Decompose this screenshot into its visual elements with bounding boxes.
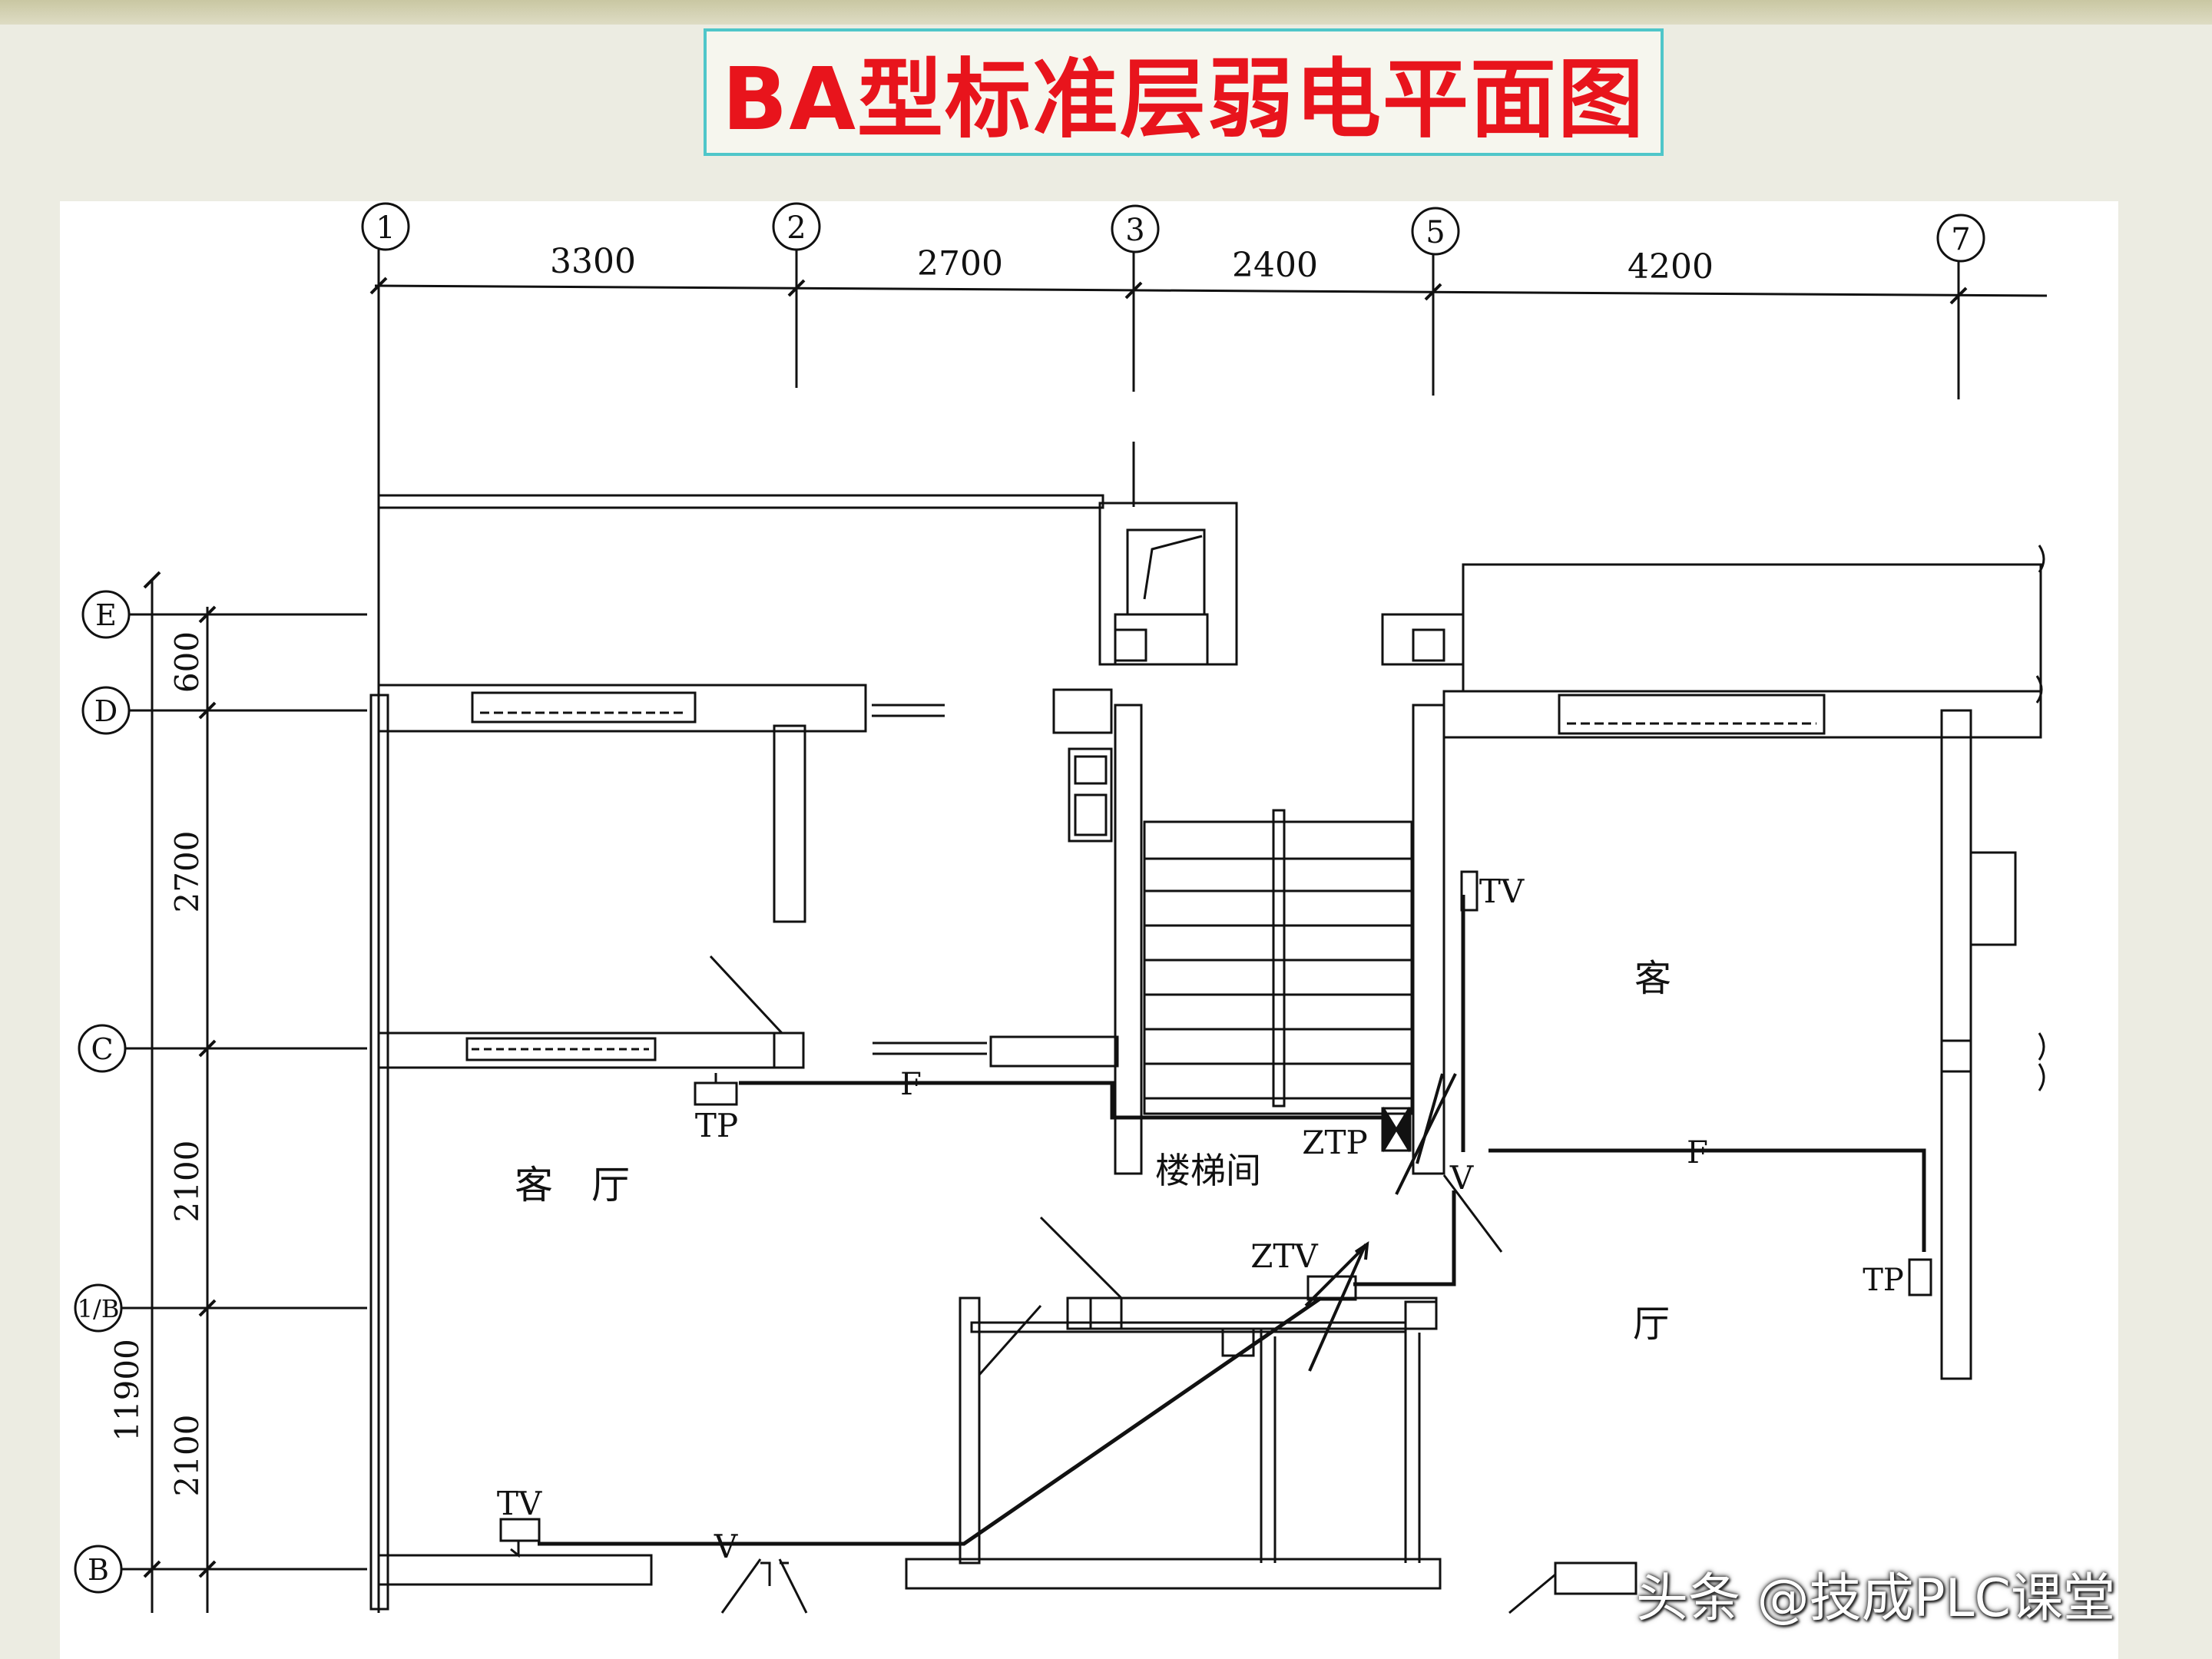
room-stairwell: 楼梯间 xyxy=(1155,1150,1261,1191)
column-label-2: 2 xyxy=(786,210,806,246)
phone-line-left xyxy=(739,1081,1387,1125)
spacing-1B-B: 2100 xyxy=(168,1415,206,1497)
column-label-5: 5 xyxy=(1426,215,1445,250)
column-axis-1 xyxy=(361,202,410,1613)
column-axis-7 xyxy=(1936,214,1985,399)
tv-line-mid xyxy=(1353,1190,1456,1286)
row-axis-E xyxy=(81,590,367,639)
page-title: BA型标准层弱电平面图 xyxy=(721,50,1646,150)
top-decor-band xyxy=(0,0,2212,25)
column-spacings: 3300 2700 2400 4200 xyxy=(550,242,1714,286)
row-axis-D xyxy=(81,686,367,735)
label-ztv: ZTV xyxy=(1250,1237,1318,1275)
spacing-5-7: 4200 xyxy=(1628,247,1714,286)
row-label-D: D xyxy=(94,694,118,728)
tv-outlet-right xyxy=(1460,870,1479,912)
room-labels: 客 厅 楼梯间 客 厅 xyxy=(515,957,1671,1346)
tv-line-bottom xyxy=(538,1296,1323,1546)
ztv-box xyxy=(1306,1275,1357,1301)
spacing-D-C: 2700 xyxy=(168,831,206,913)
row-axis-B xyxy=(74,1545,367,1594)
label-ztp: ZTP xyxy=(1302,1124,1367,1161)
left-dimension-ticks xyxy=(143,571,217,1578)
row-label-E: E xyxy=(95,598,117,632)
column-label-7: 7 xyxy=(1951,222,1970,257)
riser-arrows xyxy=(1304,1073,1457,1372)
label-tv-right: TV xyxy=(1479,873,1525,910)
row-label-C: C xyxy=(91,1032,113,1066)
room-living-right-2: 厅 xyxy=(1633,1303,1670,1346)
row-axis-1B xyxy=(74,1283,367,1333)
room-living-right-1: 客 xyxy=(1634,957,1671,1000)
label-f-left: F xyxy=(900,1067,922,1102)
ztp-box xyxy=(1381,1107,1412,1152)
top-dimension-ticks xyxy=(369,276,1968,305)
column-label-1: 1 xyxy=(376,210,395,246)
room-living-left: 客 厅 xyxy=(515,1163,630,1207)
row-label-1B: 1/B xyxy=(78,1294,120,1323)
device-labels: TP TP TV TV ZTP ZTV F F V V xyxy=(497,873,1904,1565)
row-label-B: B xyxy=(88,1553,109,1587)
column-axis-2 xyxy=(772,202,821,388)
title-box: BA型标准层弱电平面图 xyxy=(704,28,1664,156)
spacing-C-1B: 2100 xyxy=(168,1141,206,1223)
tp-outlet-right xyxy=(1908,1258,1932,1296)
row-axis-C xyxy=(78,1024,367,1073)
walls xyxy=(369,494,2045,1614)
spacing-3-5: 2400 xyxy=(1232,246,1318,285)
row-labels: E D C 1/B B xyxy=(78,598,120,1587)
watermark: 头条 @技成PLC课堂 xyxy=(1636,1568,2115,1629)
label-tv-left: TV xyxy=(497,1485,542,1522)
label-v-mid: V xyxy=(1449,1159,1474,1197)
label-tp-left: TP xyxy=(695,1107,738,1144)
top-dimension-line xyxy=(374,284,2048,297)
column-labels: 1 2 3 5 7 xyxy=(376,210,1970,257)
drawing-area xyxy=(60,201,2118,1659)
tp-outlet-left xyxy=(694,1081,738,1106)
label-tp-right: TP xyxy=(1863,1263,1904,1298)
column-label-3: 3 xyxy=(1125,213,1144,248)
tv-outlet-left xyxy=(499,1518,541,1542)
spacing-1-2: 3300 xyxy=(550,242,636,281)
spacing-E-D: 600 xyxy=(168,631,206,693)
label-f-right: F xyxy=(1687,1135,1708,1171)
row-spacings: 600 2700 2100 2100 11900 xyxy=(108,631,206,1497)
phone-line-right xyxy=(1488,1148,1926,1252)
label-v-bottom: V xyxy=(714,1528,738,1565)
wiring xyxy=(538,895,1926,1546)
overall-dimension: 11900 xyxy=(108,1339,146,1442)
column-axis-5 xyxy=(1411,207,1460,396)
spacing-2-3: 2700 xyxy=(917,244,1003,283)
column-axis-3 xyxy=(1111,204,1160,507)
